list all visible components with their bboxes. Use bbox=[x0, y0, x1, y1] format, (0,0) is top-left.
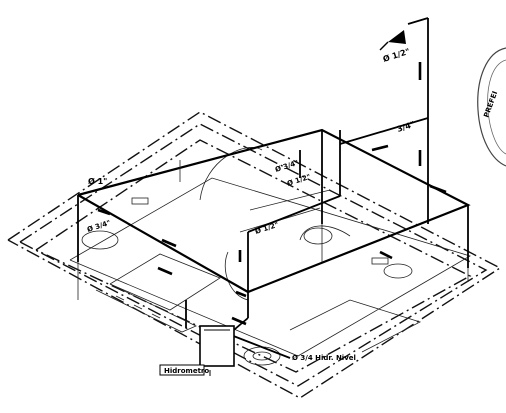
riser-arrow-icon bbox=[379, 30, 406, 51]
label-center-a: Ø 1/2" bbox=[286, 173, 312, 188]
sidewalk-strip bbox=[95, 283, 197, 333]
floor-plan bbox=[69, 147, 471, 366]
stamp-seal: PREFEI bbox=[477, 47, 506, 167]
lot-boundary bbox=[7, 111, 502, 399]
label-meter-note: Ø 3/4 Hidr. Nivel bbox=[292, 354, 356, 362]
label-meter-box: Hidrometro bbox=[164, 367, 209, 375]
diameter-labels: Ø 1/2" Ø 1" Ø 3/4" Ø 1/2" Ø 3/4" Ø 1/2" … bbox=[86, 46, 416, 375]
pipe-network bbox=[77, 17, 471, 359]
label-riser-top: Ø 1/2" bbox=[382, 46, 412, 64]
label-center-c: Ø 1/2" bbox=[254, 221, 280, 236]
label-center-b: Ø 3/4" bbox=[274, 159, 300, 174]
meter-box bbox=[159, 325, 235, 376]
label-left-riser: Ø 1" bbox=[88, 176, 107, 186]
label-right-riser: 3/4" bbox=[396, 120, 416, 134]
seal-text: PREFEI bbox=[482, 90, 499, 119]
pipe-length-marks bbox=[97, 62, 447, 326]
